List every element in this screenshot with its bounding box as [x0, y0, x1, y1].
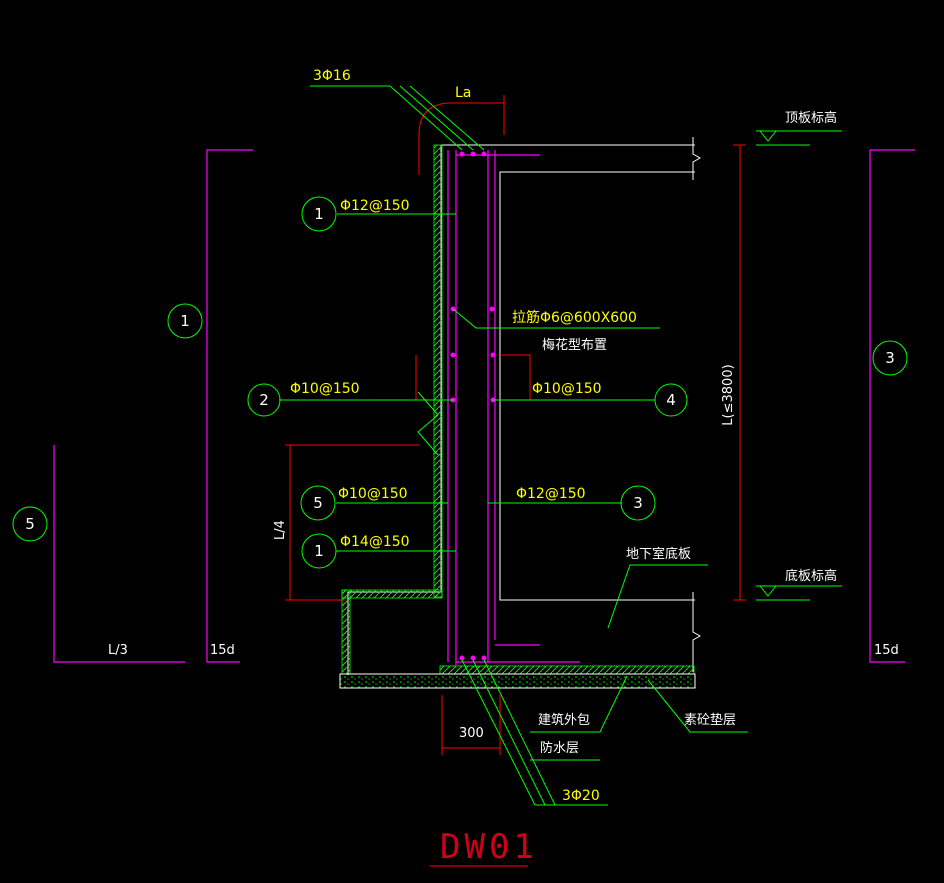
waterproof-label: 防水层 — [540, 740, 579, 756]
callout-circle-4 — [654, 383, 688, 417]
wrap-label: 建筑外包 — [538, 712, 590, 728]
dim-L3-label: L/3 — [108, 643, 128, 658]
callout-num-3a: 3 — [633, 494, 643, 512]
dim-L-label: L(≤3800) — [721, 364, 736, 425]
callout-circle-1a — [301, 196, 337, 232]
detail-circle-3 — [872, 340, 908, 376]
callout-spec-1b: Φ14@150 — [340, 534, 410, 550]
tie-bar-label: 拉筋Φ6@600X600 — [512, 309, 637, 326]
len-15d-right: 15d — [874, 643, 899, 658]
bar-detail-3-shape — [869, 149, 915, 663]
callout-num-2: 2 — [259, 391, 269, 409]
callout-spec-2: Φ10@150 — [290, 381, 360, 397]
bottom-elevation-label: 底板标高 — [785, 568, 837, 584]
detail-circle-1 — [167, 303, 203, 339]
dim-L4-label: L/4 — [273, 520, 288, 540]
callout-num-1a: 1 — [314, 205, 324, 223]
callout-circle-3a — [620, 485, 656, 521]
detail-num-3: 3 — [885, 349, 895, 367]
break-mark-bottom — [692, 592, 702, 672]
callout-num-5a: 5 — [313, 494, 323, 512]
detail-num-1: 1 — [180, 312, 190, 330]
basement-slab-label: 地下室底板 — [626, 546, 691, 562]
len-15d-left: 15d — [210, 643, 235, 658]
concrete-cushion — [339, 673, 696, 689]
bottom-bars-label: 3Φ20 — [562, 788, 600, 804]
rebar-lines — [53, 149, 915, 665]
callout-spec-1a: Φ12@150 — [340, 198, 410, 214]
callout-spec-5a: Φ10@150 — [338, 486, 408, 502]
callout-spec-3a: Φ12@150 — [516, 486, 586, 502]
bar-detail-5-shape — [53, 445, 185, 663]
callout-circle-2 — [247, 383, 281, 417]
callout-circle-1b — [301, 533, 337, 569]
bar-detail-1-shape — [206, 149, 253, 663]
dimension-lines — [285, 95, 746, 755]
callout-num-1b: 1 — [314, 542, 324, 560]
dim-300-label: 300 — [459, 726, 484, 741]
callout-circle-5a — [300, 485, 336, 521]
cushion-label: 素砼垫层 — [684, 712, 736, 728]
callout-spec-4: Φ10@150 — [532, 381, 602, 397]
top-elevation-label: 顶板标高 — [785, 110, 837, 126]
rebar-dots — [450, 151, 496, 661]
top-bars-label: 3Φ16 — [313, 68, 351, 84]
detail-circle-5 — [12, 506, 48, 542]
waterproof-layer-hatch — [341, 144, 695, 675]
detail-num-5: 5 — [25, 515, 35, 533]
anchor-length-label: La — [455, 85, 471, 101]
leader-lines — [279, 85, 842, 806]
callout-num-4: 4 — [666, 391, 676, 409]
top-slab-bottom-line — [499, 171, 695, 601]
break-mark-top — [692, 137, 702, 180]
drawing-title: DW01 — [440, 827, 538, 867]
tie-layout-label: 梅花型布置 — [542, 337, 607, 353]
callout-circles — [12, 196, 908, 569]
